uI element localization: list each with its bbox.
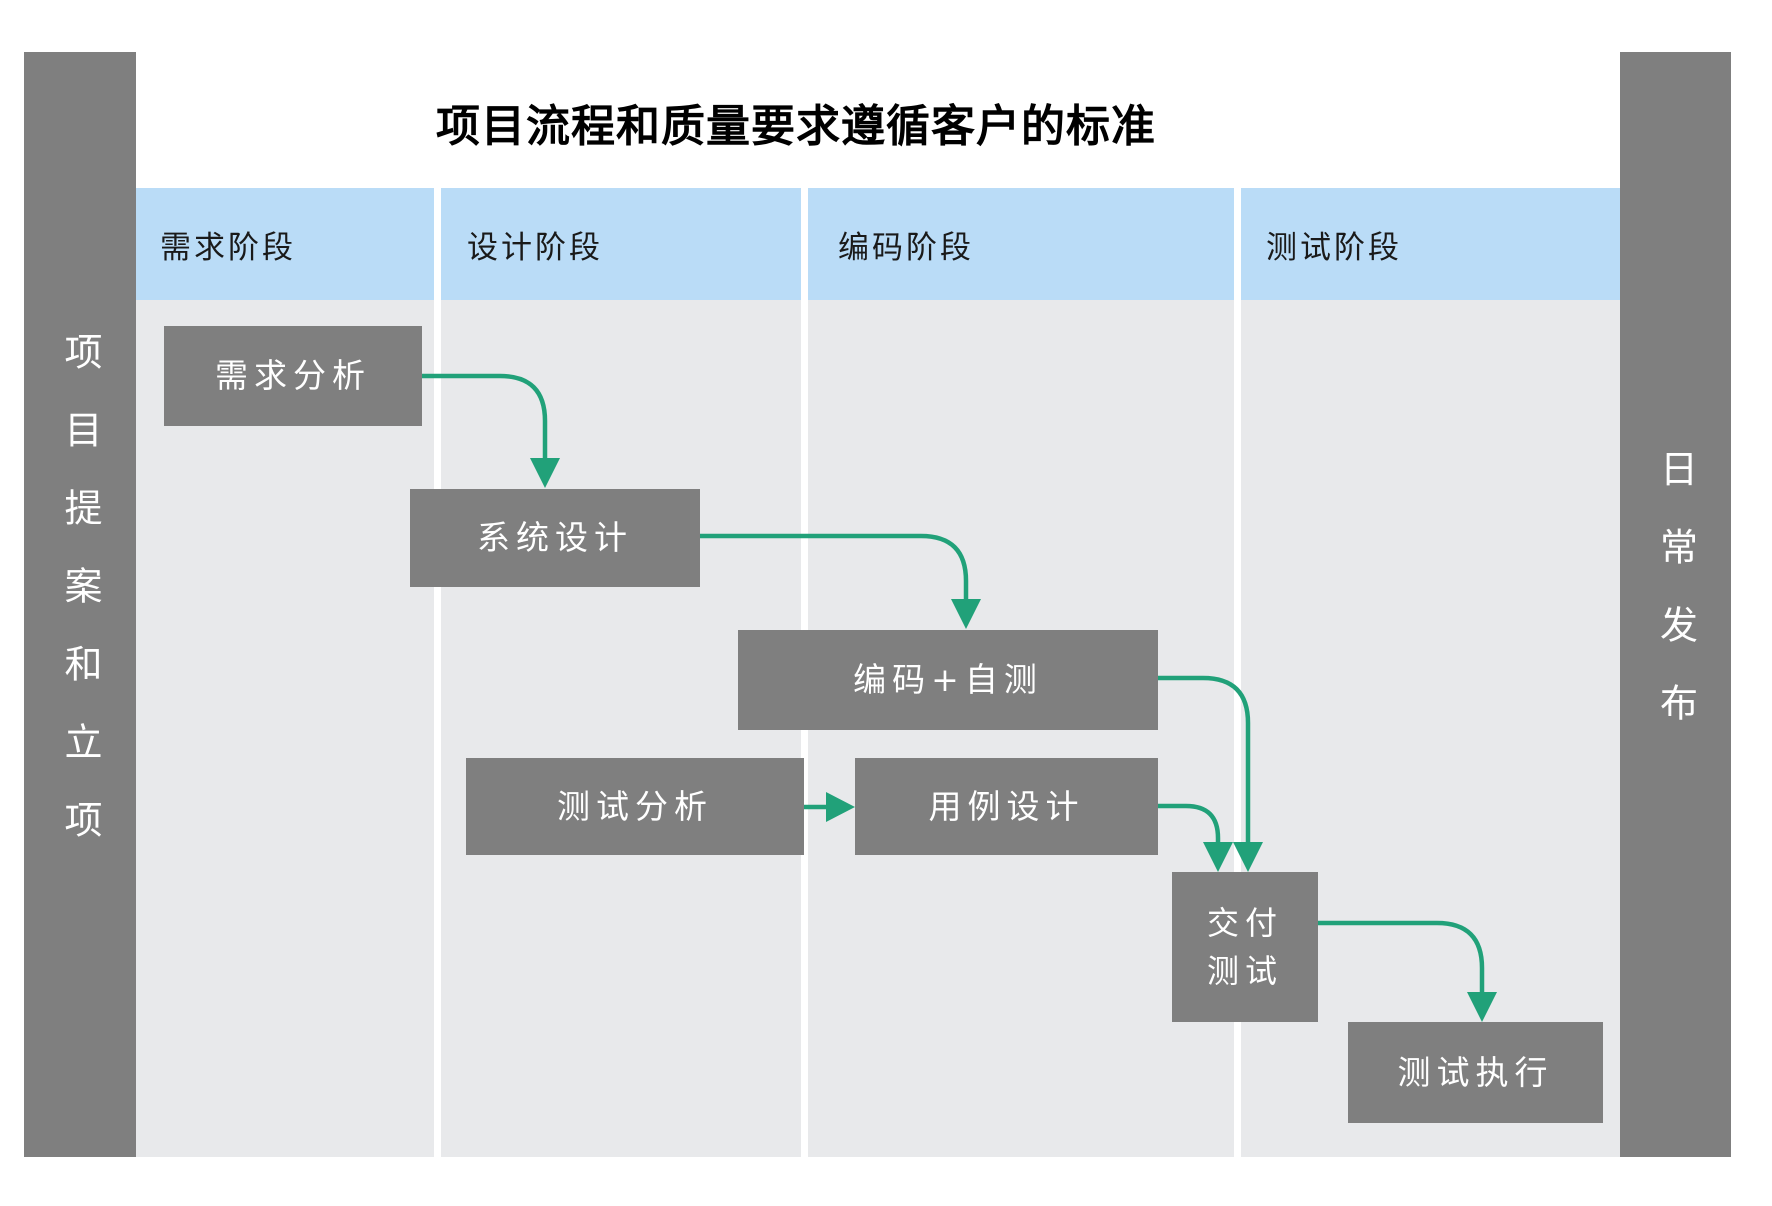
- left-phase-bar: 项目提案和立项: [24, 52, 136, 1157]
- node-delivery-test-line1: 交付: [1206, 904, 1283, 942]
- node-delivery-test: 交付 测试: [1172, 872, 1318, 1022]
- phase-header-band: [136, 188, 1620, 300]
- column-separator: [1234, 188, 1241, 1157]
- phase-header-design: 设计阶段: [467, 229, 603, 266]
- right-phase-bar-label: 日常发布: [1653, 448, 1698, 761]
- phase-header-testing: 测试阶段: [1266, 229, 1402, 266]
- node-test-analysis: 测试分析: [466, 758, 804, 855]
- node-requirements-analysis: 需求分析: [164, 326, 422, 426]
- node-coding-selftest: 编码+自测: [738, 630, 1158, 730]
- phase-header-requirements: 需求阶段: [160, 229, 296, 266]
- node-test-execution: 测试执行: [1348, 1022, 1603, 1123]
- node-delivery-test-line2: 测试: [1206, 952, 1283, 990]
- phase-header-coding: 编码阶段: [838, 229, 974, 266]
- page-title: 项目流程和质量要求遵循客户的标准: [436, 101, 1156, 152]
- node-case-design: 用例设计: [855, 758, 1158, 855]
- node-system-design: 系统设计: [410, 489, 700, 587]
- right-phase-bar: 日常发布: [1620, 52, 1731, 1157]
- left-phase-bar-label: 项目提案和立项: [58, 331, 102, 878]
- column-separator: [434, 188, 441, 1157]
